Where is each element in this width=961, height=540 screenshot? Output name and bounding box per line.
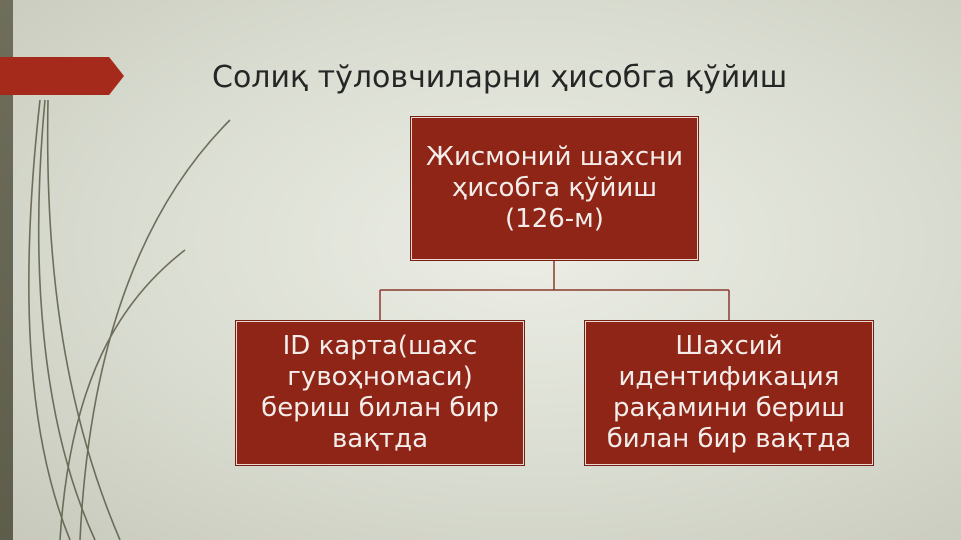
title-arrow-marker [0,57,124,95]
child-node-label: ID карта(шахс гувоҳномаси) бериш билан б… [261,331,499,454]
child-node-label: Шахсий идентификация рақамини бериш била… [606,331,852,454]
child-node-personal-id: Шахсий идентификация рақамини бериш била… [585,321,873,465]
slide-title: Солиқ тўловчиларни ҳисобга қўйиш [212,60,788,95]
root-node: Жисмоний шахсни ҳисобга қўйиш (126-м) [411,117,698,260]
root-node-label: Жисмоний шахсни ҳисобга қўйиш (126-м) [425,142,684,234]
child-node-id-card: ID карта(шахс гувоҳномаси) бериш билан б… [236,321,524,465]
left-decor-bar [0,0,13,540]
